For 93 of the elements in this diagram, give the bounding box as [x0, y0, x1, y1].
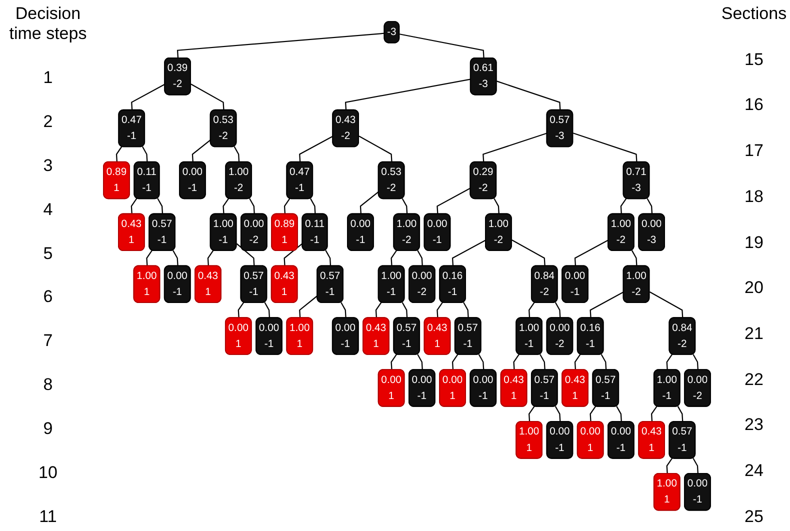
connector: [236, 242, 255, 266]
connector: [666, 354, 673, 370]
time-step-number: 8: [43, 375, 53, 396]
connector: [176, 32, 385, 58]
connector: [264, 302, 270, 318]
connector: [390, 250, 398, 266]
connector: [146, 250, 152, 266]
connector: [390, 354, 398, 370]
connector: [190, 83, 224, 110]
connector: [463, 302, 469, 318]
connector: [116, 146, 122, 162]
time-step-number: 1: [43, 68, 53, 88]
connector: [590, 406, 596, 422]
section-number: 15: [744, 50, 764, 70]
connector: [572, 132, 638, 162]
connector: [284, 198, 290, 214]
section-number: 19: [744, 232, 764, 253]
connector: [358, 135, 392, 162]
connector: [417, 250, 423, 266]
connector: [402, 302, 408, 318]
axis-title: Decision time steps: [8, 4, 88, 44]
connector: [142, 146, 148, 162]
axis-title: Sections: [721, 4, 787, 24]
section-number: 23: [744, 415, 764, 436]
connector: [452, 354, 458, 370]
decision-tree-drawing: -3 0.39 -2 0.61 -3 0.43 -2 0.57 -3 0.29 -2 0.71 -3 0.47 -1 0.53 -2 0.47 -1 0.53 -2 1.00 -2 0.00 -3 0.00 -1 1.00 -2 0.00 -1 1.00 -2 0.00 -1 1.00 -2 0.00 -1 1.00 -2 1.00 -1 0.00 -2 1.00 -1 0.16 -1 0.00 -2 0.84 -2 0.16 -1 0.84 -2 1.00 -1 0.00 -2 1.00 -1 0.00 -2 0.89 1 0.11 -1 0.89 1 0.11 -1 0.43 1 0.57 -1 0.43 1 0.57 -1 0.43 1 0.57 -1 0.43 1 0.57 -1 0.43 1 0.57 -1 0.43 1 0.57 -1 0.43 1 0.57 -1 0.43 1 0.57 -1 1.00 1 0.00 -1 0.00 1 0.00 -1 1.00 1 0.00 -1 0.00 1 0.00 -1 0.00 1 0.00 -1 1.00 1 0.00 -1 0.00 1 0.00 -1 1.00 1 0.00 -1: [96, 14, 718, 518]
connector: [666, 457, 673, 474]
connector: [528, 406, 535, 422]
connector: [631, 250, 638, 266]
time-step-number: 2: [43, 112, 53, 132]
connector: [478, 354, 484, 370]
time-step-number: 4: [43, 200, 53, 220]
connector: [512, 239, 546, 266]
connector: [600, 354, 607, 370]
connector: [402, 198, 408, 214]
connector: [620, 198, 627, 214]
connector: [496, 80, 561, 110]
connector: [207, 250, 214, 266]
connector: [650, 406, 658, 422]
connector: [325, 250, 332, 266]
connector: [649, 290, 684, 318]
connector: [344, 78, 471, 110]
connector: [192, 138, 212, 162]
connector: [234, 146, 240, 162]
section-number: 24: [744, 461, 764, 482]
connector: [340, 302, 346, 318]
connector: [222, 198, 230, 214]
connector: [692, 458, 699, 474]
connector: [540, 354, 546, 370]
connector: [513, 354, 520, 370]
connector: [299, 294, 318, 318]
connector: [616, 406, 622, 422]
connector: [400, 33, 484, 58]
section-number: 18: [744, 186, 764, 207]
connector: [238, 302, 244, 318]
connector: [554, 302, 561, 318]
time-step-number: 10: [38, 463, 58, 484]
connector: [574, 354, 581, 370]
connector: [249, 198, 255, 214]
section-number: 20: [744, 278, 764, 298]
connector: [528, 302, 535, 318]
section-number: 21: [744, 324, 764, 344]
time-step-number: 11: [39, 506, 57, 527]
time-step-number: 6: [43, 287, 53, 308]
connector: [417, 354, 423, 370]
connector: [436, 302, 443, 318]
connector: [299, 135, 334, 162]
time-step-number: 3: [43, 156, 53, 176]
connector: [131, 83, 166, 110]
section-number: 22: [744, 370, 764, 390]
connector: [375, 302, 382, 318]
connector: [646, 198, 653, 214]
connector: [494, 198, 500, 214]
connector: [157, 198, 164, 214]
connector: [284, 242, 304, 266]
time-step-number: 5: [43, 244, 53, 264]
connector: [436, 187, 471, 214]
connector: [310, 198, 316, 214]
connector: [677, 406, 684, 422]
connector: [574, 239, 609, 266]
time-step-number: 9: [43, 419, 53, 440]
time-step-number: 7: [43, 331, 53, 352]
connector: [482, 132, 548, 162]
section-number: 16: [744, 95, 764, 116]
connector: [692, 354, 699, 370]
section-number: 17: [744, 141, 764, 162]
connector: [172, 250, 178, 266]
connector: [452, 239, 486, 266]
connector: [360, 190, 380, 214]
connector: [554, 406, 561, 422]
section-number: 25: [744, 506, 764, 527]
connector: [590, 290, 624, 318]
connector: [130, 198, 138, 214]
